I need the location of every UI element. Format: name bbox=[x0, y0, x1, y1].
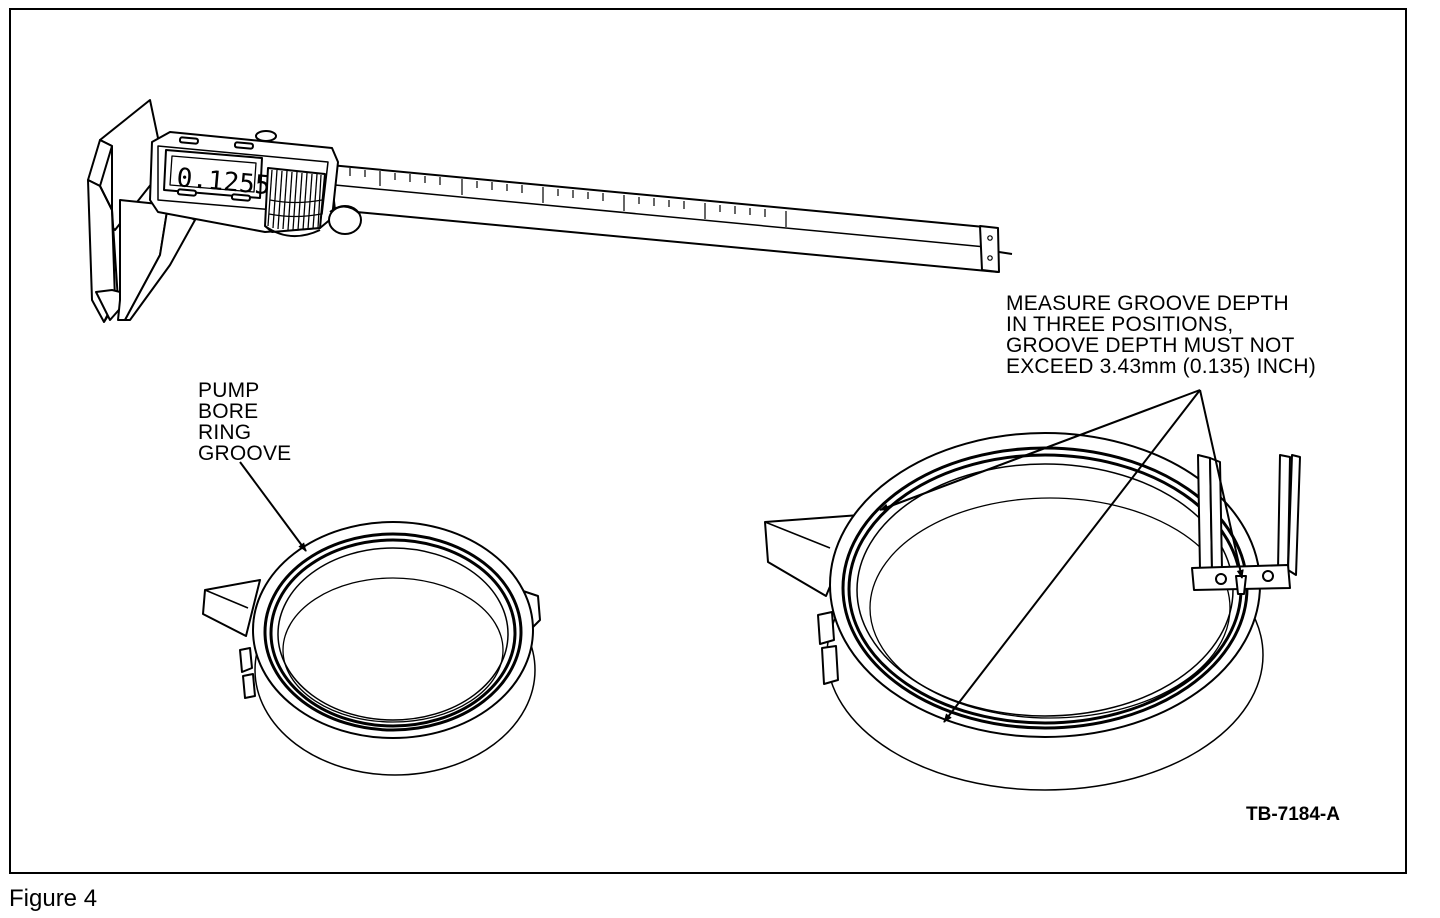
pump-bore-large bbox=[764, 432, 1264, 791]
caliper-scale-ticks bbox=[349, 168, 787, 227]
measure-label-line: EXCEED 3.43mm (0.135) INCH) bbox=[1006, 355, 1316, 378]
caliper-beam bbox=[329, 164, 999, 273]
pump-bore-ring-groove-label: PUMP BORE RING GROOVE bbox=[198, 380, 291, 464]
figure-caption: Figure 4 bbox=[9, 885, 98, 912]
pump-groove-leader-arrow bbox=[239, 461, 307, 552]
pump-label-line: BORE bbox=[198, 400, 259, 423]
digital-caliper bbox=[87, 99, 1013, 323]
pump-lug-left bbox=[202, 579, 261, 637]
measure-leader-arrows bbox=[879, 389, 1244, 723]
pump-bore-small bbox=[202, 521, 541, 776]
measure-groove-depth-label: MEASURE GROOVE DEPTH IN THREE POSITIONS,… bbox=[1006, 293, 1316, 377]
caliper-depth-probe bbox=[1191, 454, 1301, 595]
measure-label-line: MEASURE GROOVE DEPTH bbox=[1006, 292, 1289, 315]
figure-code: TB-7184-A bbox=[1246, 804, 1340, 825]
pump-label-line: RING bbox=[198, 421, 252, 444]
pump-label-line: PUMP bbox=[198, 379, 260, 402]
measure-label-line: GROOVE DEPTH MUST NOT bbox=[1006, 334, 1295, 357]
figure-frame bbox=[9, 8, 1407, 874]
pump-label-line: GROOVE bbox=[198, 442, 292, 465]
measure-label-line: IN THREE POSITIONS, bbox=[1006, 313, 1234, 336]
